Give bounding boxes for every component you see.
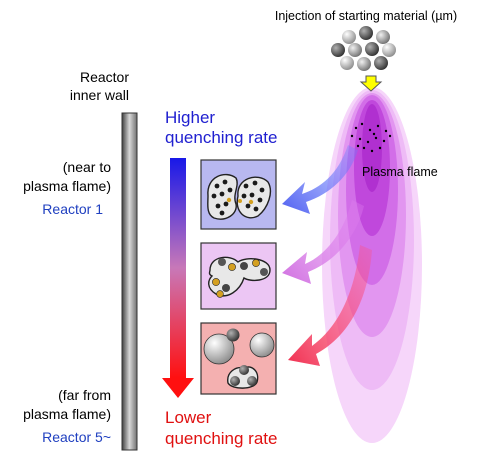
box-low-quench bbox=[200, 322, 277, 395]
reactor1-label: Reactor 1 bbox=[42, 201, 103, 217]
flame-particles bbox=[350, 122, 392, 153]
lower-label-line2: quenching rate bbox=[165, 429, 277, 448]
arrow-to-high-box bbox=[282, 145, 358, 214]
near-label-line1: (near to bbox=[63, 159, 111, 175]
higher-label-line2: quenching rate bbox=[165, 128, 277, 147]
arrow-to-mid-box bbox=[282, 200, 364, 284]
arrow-to-low-box bbox=[288, 245, 372, 366]
starting-material-particles bbox=[331, 26, 396, 71]
higher-label-line1: Higher bbox=[165, 108, 215, 127]
wall-label-line2: inner wall bbox=[70, 87, 129, 103]
near-label-line2: plasma flame) bbox=[23, 178, 111, 194]
far-label-line2: plasma flame) bbox=[23, 406, 111, 422]
injection-arrow bbox=[359, 75, 383, 92]
box-mid-quench bbox=[200, 242, 277, 310]
box-high-quench bbox=[200, 159, 277, 230]
far-label-line1: (far from bbox=[58, 387, 111, 403]
lower-label-line1: Lower bbox=[165, 408, 212, 427]
injection-label: Injection of starting material (µm) bbox=[275, 9, 457, 23]
reactor-wall bbox=[121, 112, 138, 451]
wall-label-line1: Reactor bbox=[80, 69, 129, 85]
plasma-flame bbox=[322, 87, 422, 443]
plasma-flame-label: Plasma flame bbox=[362, 165, 438, 179]
reactor5-label: Reactor 5~ bbox=[42, 429, 111, 445]
quenching-rate-arrow bbox=[162, 158, 194, 398]
